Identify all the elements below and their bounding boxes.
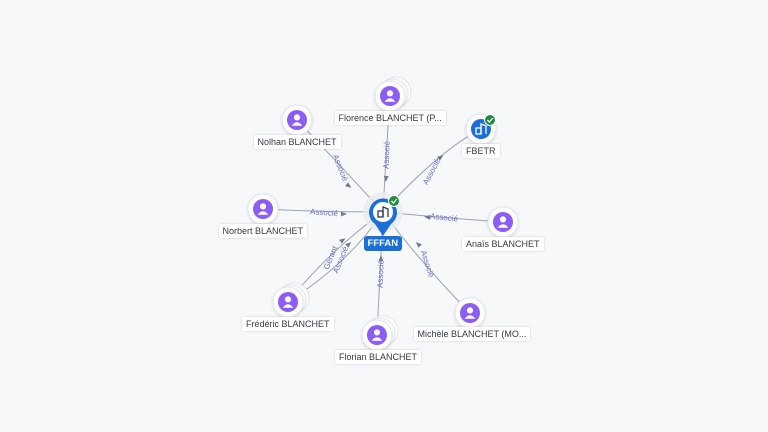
- person-icon: [380, 86, 400, 106]
- edge-label: Associé: [382, 140, 392, 169]
- node-label-norbert[interactable]: Norbert BLANCHET: [218, 224, 308, 238]
- edge-arrow-icon: [345, 182, 352, 188]
- node-nolhan[interactable]: [281, 104, 313, 136]
- person-icon: [278, 292, 298, 312]
- edge-arrow-icon: [345, 241, 352, 248]
- person-icon: [253, 199, 273, 219]
- node-michele[interactable]: [454, 297, 486, 329]
- central-node-label[interactable]: FFFAN: [363, 236, 403, 251]
- person-icon: [493, 212, 513, 232]
- central-node[interactable]: [363, 192, 403, 236]
- node-label-nolhan[interactable]: Nolhan BLANCHET: [253, 135, 341, 149]
- edge-arrow-icon: [383, 175, 389, 182]
- edge-label: Associé: [430, 212, 459, 224]
- edge-arrow-icon: [415, 241, 422, 248]
- company-icon: [475, 123, 487, 135]
- node-label-frederic[interactable]: Frédéric BLANCHET: [242, 317, 334, 331]
- edge-label: Associé: [376, 259, 386, 288]
- edge-label: Associé: [419, 249, 436, 279]
- company-icon: [377, 206, 389, 218]
- verified-check-icon: [484, 114, 496, 126]
- node-label-michele[interactable]: Michèle BLANCHET (MO...: [413, 327, 531, 341]
- node-anais[interactable]: [487, 206, 519, 238]
- node-florian[interactable]: [361, 315, 399, 351]
- edge-arrow-icon: [339, 238, 346, 244]
- node-frederic[interactable]: [272, 282, 310, 318]
- edge-label: Associé: [310, 207, 339, 218]
- node-norbert[interactable]: [247, 193, 279, 225]
- edge-label: Associé: [331, 153, 350, 183]
- node-florence[interactable]: [374, 76, 412, 112]
- edge-label: Associé: [421, 157, 442, 186]
- person-icon: [367, 325, 387, 345]
- edge-arrow-icon: [340, 211, 347, 217]
- edge-arrow-icon: [424, 214, 431, 220]
- node-fbetr[interactable]: [465, 113, 497, 145]
- node-label-fbetr[interactable]: FBETR: [462, 144, 500, 158]
- edge-arrow-icon: [378, 255, 384, 262]
- node-label-florence[interactable]: Florence BLANCHET (P...: [334, 111, 446, 125]
- person-icon: [460, 303, 480, 323]
- verified-check-icon: [388, 195, 400, 207]
- node-label-florian[interactable]: Florian BLANCHET: [335, 350, 422, 364]
- person-icon: [287, 110, 307, 130]
- node-label-anais[interactable]: Anaïs BLANCHET: [462, 237, 544, 251]
- edge-arrow-icon: [437, 155, 444, 161]
